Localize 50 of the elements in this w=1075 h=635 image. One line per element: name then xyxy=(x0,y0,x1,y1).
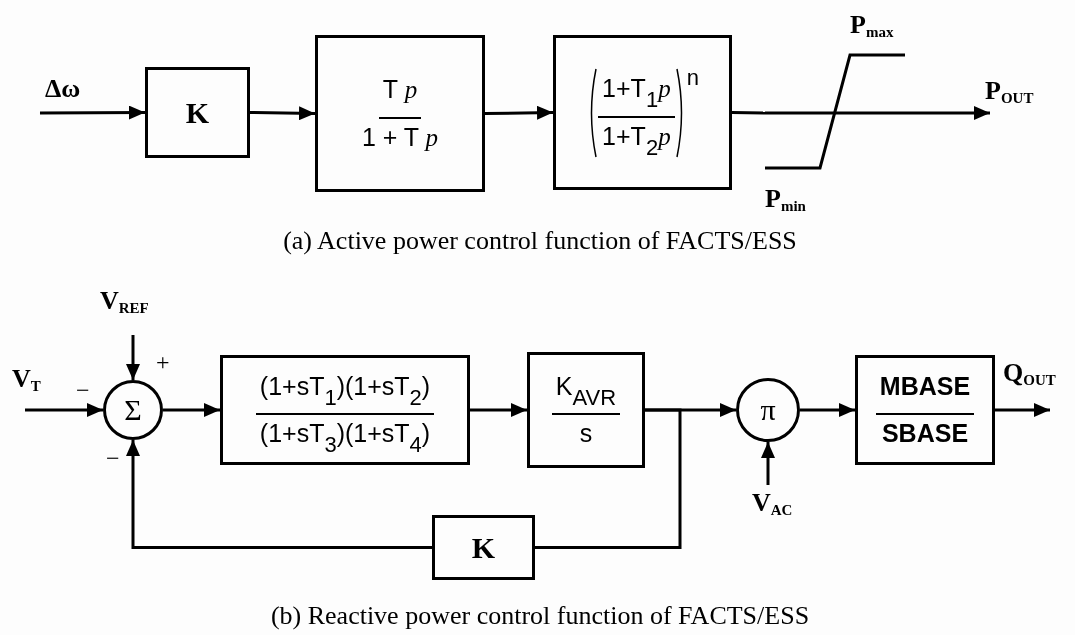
transfer-function-block xyxy=(553,35,732,190)
gain-symbol: K xyxy=(185,97,210,128)
gain-block xyxy=(145,67,250,158)
signal-label: V$_{REF}$ xyxy=(100,288,168,320)
arrow xyxy=(126,335,140,380)
sign-label: − xyxy=(76,378,90,402)
sign-label: − xyxy=(106,446,120,470)
limiter-drawing xyxy=(765,55,905,168)
signal-label: V$_{AC}$ xyxy=(752,490,814,522)
transfer-function-block xyxy=(220,355,470,465)
denominator-expression: s xyxy=(578,418,594,448)
denominator-expression: 1 + T p xyxy=(360,121,440,153)
limit-label: P$_{max}$ xyxy=(850,12,894,40)
numerator-expression: MBASE xyxy=(875,372,975,415)
arrow xyxy=(25,403,103,417)
operator-symbol: π xyxy=(760,395,776,425)
signal-label: V$_{T}$ xyxy=(12,366,52,396)
connector-line xyxy=(731,111,766,115)
arrow xyxy=(163,403,220,417)
arrow xyxy=(484,105,554,120)
transfer-function-block xyxy=(315,35,485,192)
signal-label: Q$_{OUT}$ xyxy=(1003,360,1071,390)
arrow xyxy=(249,106,316,121)
limit-label: P$_{min}$ xyxy=(765,186,806,214)
arrow xyxy=(470,403,527,417)
sign-label: + xyxy=(156,350,170,374)
gain-symbol: K xyxy=(471,532,496,563)
summing-junction xyxy=(103,380,163,440)
signal-label: Δω xyxy=(45,76,95,104)
transfer-function-block xyxy=(855,355,995,465)
arrow xyxy=(800,403,855,417)
caption: (a) Active power control function of FACTS/ESS xyxy=(283,228,797,254)
arrow xyxy=(995,403,1050,417)
numerator-expression: T p xyxy=(378,74,422,119)
connector-line xyxy=(535,408,682,549)
signal-label: P$_{OUT}$ xyxy=(985,78,1057,108)
multiplier-junction xyxy=(736,378,800,442)
operator-symbol: Σ xyxy=(124,395,142,425)
arrow xyxy=(761,442,775,485)
arrow xyxy=(40,105,145,120)
caption: (b) Reactive power control function of FACTS/ESS xyxy=(270,603,810,629)
gain-block xyxy=(432,515,535,580)
arrow xyxy=(126,440,432,549)
numerator-expression: 1+T$_{1}$p xyxy=(598,73,675,118)
arrow xyxy=(905,106,990,120)
numerator-expression: K$_{AVR}$ xyxy=(551,372,621,415)
denominator-expression: SBASE xyxy=(880,418,970,448)
exponent-label: n xyxy=(686,66,699,89)
transfer-function-block xyxy=(527,352,645,468)
numerator-expression: (1+sT$_{1}$)(1+sT$_{2}$) xyxy=(255,372,435,415)
